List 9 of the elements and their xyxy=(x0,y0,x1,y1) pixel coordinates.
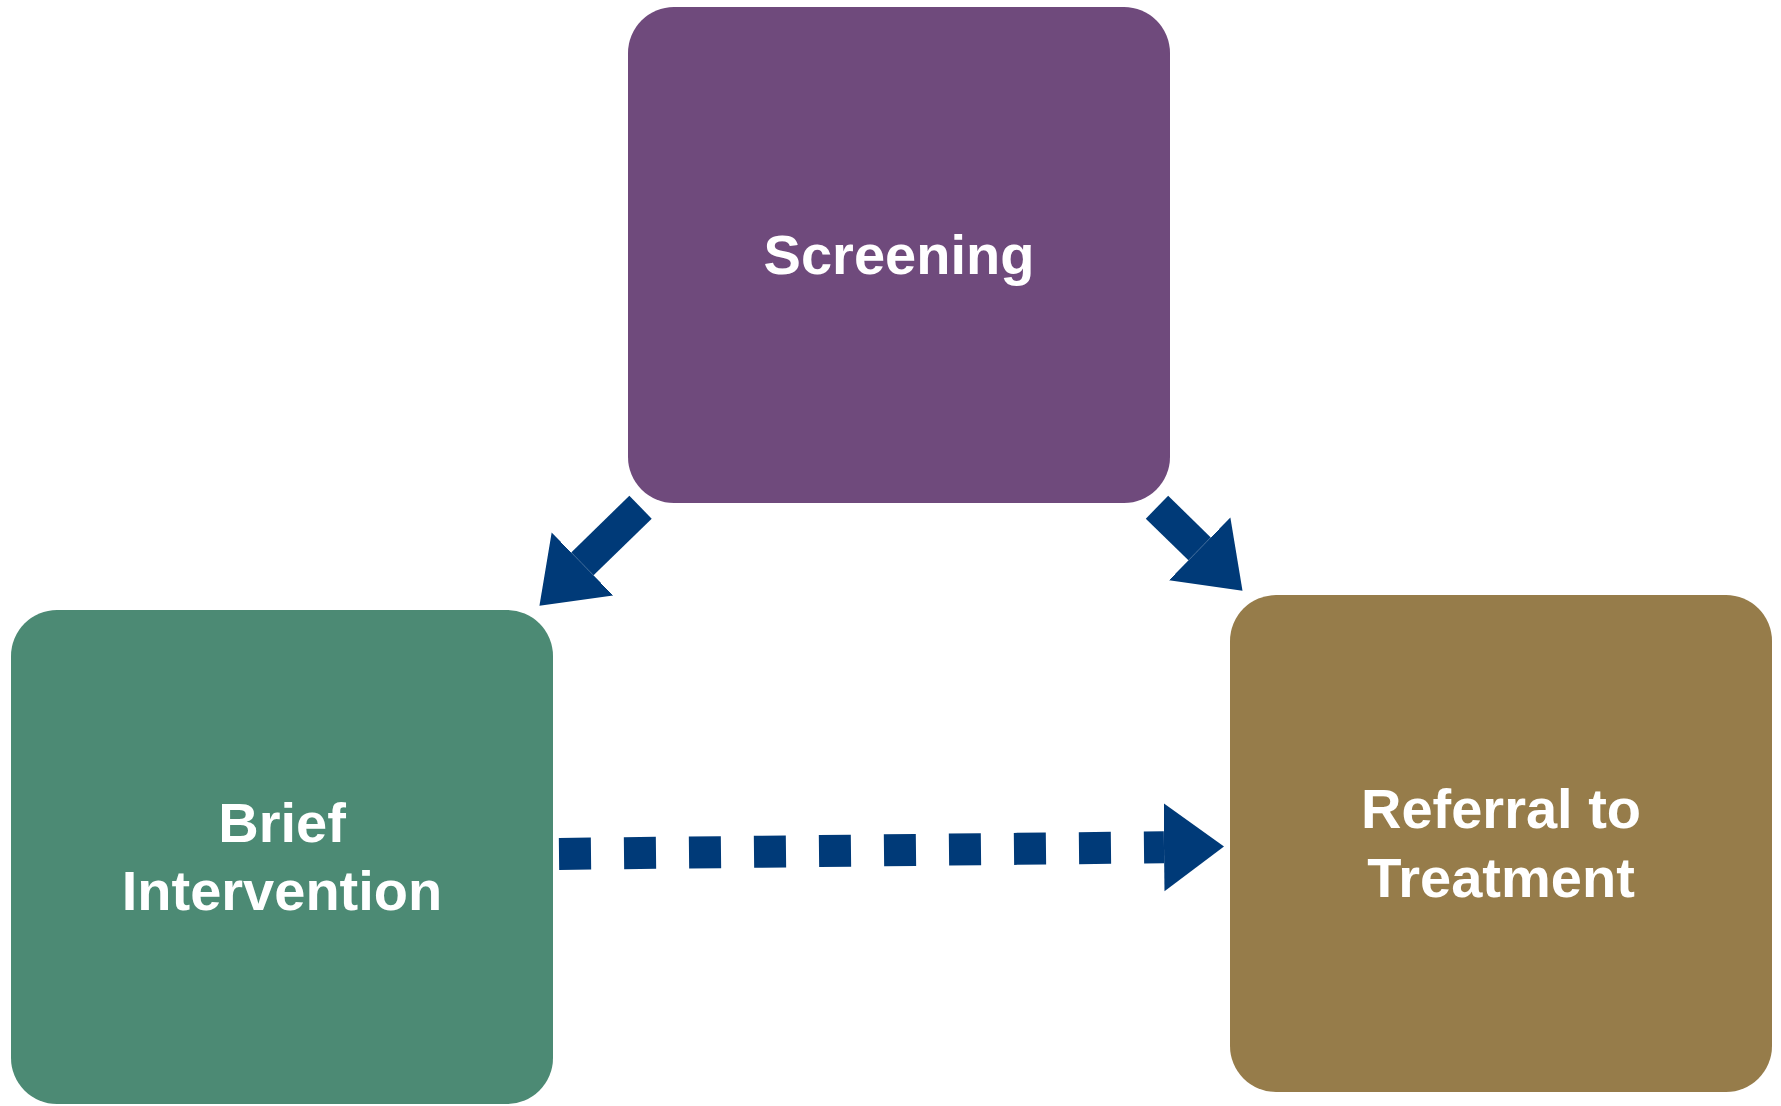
arrow xyxy=(539,495,652,606)
box-label: Referral to Treatment xyxy=(1359,776,1643,911)
referral-box xyxy=(1230,595,1772,1092)
box-label: Brief Intervention xyxy=(120,789,444,924)
arrow xyxy=(1145,495,1243,591)
intervention-box xyxy=(11,610,553,1104)
screening-box xyxy=(628,7,1170,503)
box-label: Screening xyxy=(763,221,1035,288)
arrow xyxy=(558,803,1224,892)
